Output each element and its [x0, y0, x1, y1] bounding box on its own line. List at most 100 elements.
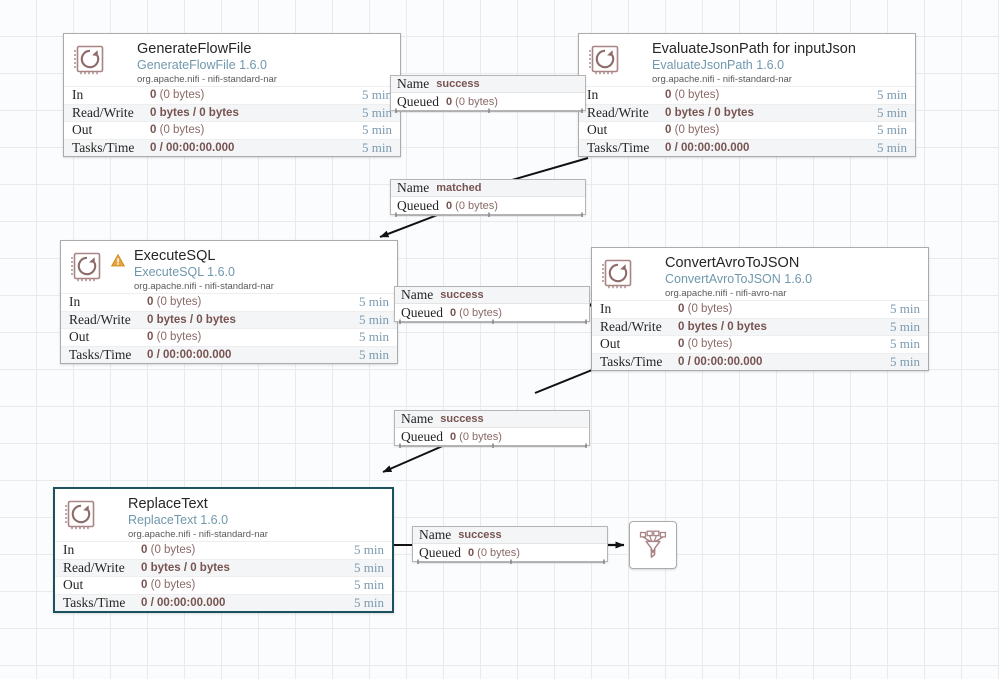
- processor-header: ReplaceText ReplaceText 1.6.0 org.apache…: [55, 489, 392, 541]
- processor-replacetext[interactable]: ReplaceText ReplaceText 1.6.0 org.apache…: [53, 487, 394, 613]
- connection-queued-value: 0 (0 bytes): [467, 546, 520, 559]
- stat-time-in: 5 min: [362, 87, 392, 103]
- warning-triangle-icon[interactable]: [110, 253, 126, 267]
- connection-generateflowfile-evaluatejsonpath[interactable]: Name success Queued 0 (0 bytes): [390, 75, 586, 113]
- stat-value-read-write: 0 bytes / 0 bytes: [141, 561, 230, 574]
- connection-relationship: matched: [436, 182, 482, 194]
- stat-time-read-write: 5 min: [362, 104, 392, 120]
- stat-value-read-write: 0 bytes / 0 bytes: [665, 106, 754, 119]
- stat-row-in: In 0 (0 bytes) 5 min: [579, 86, 915, 104]
- processor-bundle: org.apache.nifi - nifi-avro-nar: [665, 288, 787, 299]
- connection-relationship: success: [436, 78, 480, 90]
- stat-label-in: In: [587, 87, 599, 103]
- processor-header: EvaluateJsonPath for inputJson EvaluateJ…: [579, 34, 915, 86]
- stat-label-read-write: Read/Write: [69, 311, 131, 327]
- stat-time-read-write: 5 min: [877, 104, 907, 120]
- stat-row-read-write: Read/Write 0 bytes / 0 bytes 5 min: [64, 103, 400, 121]
- stop-square-icon[interactable]: [105, 502, 118, 515]
- connection-queued-label: Queued: [397, 93, 439, 109]
- stat-value-out: 0 (0 bytes): [665, 124, 720, 137]
- connection-queue-meter: [399, 443, 587, 448]
- stat-label-tasks-time: Tasks/Time: [63, 594, 126, 610]
- connection-name-label: Name: [401, 411, 434, 426]
- stat-label-read-write: Read/Write: [63, 559, 125, 575]
- stat-row-out: Out 0 (0 bytes) 5 min: [592, 335, 928, 353]
- connection-replacetext-funnel[interactable]: Name success Queued 0 (0 bytes): [412, 526, 608, 564]
- connection-name-row: Name success: [413, 527, 607, 544]
- funnel[interactable]: [629, 521, 677, 569]
- processor-type: GenerateFlowFile 1.6.0: [137, 58, 267, 72]
- connection-name-row: Name success: [395, 411, 589, 428]
- connection-relationship: success: [458, 529, 502, 541]
- stat-time-out: 5 min: [359, 329, 389, 345]
- connection-name-label: Name: [401, 287, 434, 302]
- processor-executesql[interactable]: ExecuteSQL ExecuteSQL 1.6.0 org.apache.n…: [60, 240, 398, 364]
- stat-row-tasks-time: Tasks/Time 0 / 00:00:00.000 5 min: [61, 345, 397, 363]
- connection-queued-label: Queued: [401, 304, 443, 320]
- stat-time-out: 5 min: [362, 122, 392, 138]
- stat-time-tasks-time: 5 min: [359, 346, 389, 362]
- connection-name-row: Name success: [391, 76, 585, 93]
- stat-row-read-write: Read/Write 0 bytes / 0 bytes 5 min: [55, 558, 392, 576]
- connection-queue-meter: [395, 108, 583, 113]
- connection-queued-label: Queued: [397, 197, 439, 213]
- processor-name: EvaluateJsonPath for inputJson: [652, 41, 856, 57]
- stat-time-out: 5 min: [354, 577, 384, 593]
- processor-name: GenerateFlowFile: [137, 41, 252, 57]
- processor-generateflowfile[interactable]: GenerateFlowFile GenerateFlowFile 1.6.0 …: [63, 33, 401, 157]
- connection-queued-value: 0 (0 bytes): [449, 430, 502, 443]
- stat-label-out: Out: [600, 336, 621, 352]
- processor-icon: [73, 44, 106, 76]
- stop-square-icon[interactable]: [114, 47, 127, 60]
- processor-type: EvaluateJsonPath 1.6.0: [652, 58, 785, 72]
- processor-header: GenerateFlowFile GenerateFlowFile 1.6.0 …: [64, 34, 400, 86]
- stat-value-tasks-time: 0 / 00:00:00.000: [150, 141, 235, 154]
- stat-label-read-write: Read/Write: [600, 318, 662, 334]
- processor-icon: [70, 251, 103, 283]
- processor-name: ReplaceText: [128, 496, 208, 512]
- stat-time-in: 5 min: [877, 87, 907, 103]
- processor-bundle: org.apache.nifi - nifi-standard-nar: [134, 281, 274, 292]
- stat-time-out: 5 min: [890, 336, 920, 352]
- stop-square-icon[interactable]: [642, 261, 655, 274]
- connection-queue-meter: [395, 212, 583, 217]
- processor-evaluatejsonpath[interactable]: EvaluateJsonPath for inputJson EvaluateJ…: [578, 33, 916, 157]
- stat-time-in: 5 min: [354, 542, 384, 558]
- stat-time-read-write: 5 min: [359, 311, 389, 327]
- connection-name-label: Name: [419, 527, 452, 542]
- processor-icon: [588, 44, 621, 76]
- connection-convertavrotojson-replacetext[interactable]: Name success Queued 0 (0 bytes): [394, 410, 590, 448]
- funnel-icon: [639, 530, 667, 558]
- connection-evaluatejsonpath-executesql[interactable]: Name matched Queued 0 (0 bytes): [390, 179, 586, 217]
- processor-bundle: org.apache.nifi - nifi-standard-nar: [128, 529, 268, 540]
- connection-queued-row: Queued 0 (0 bytes): [395, 428, 589, 445]
- stat-value-in: 0 (0 bytes): [150, 89, 205, 102]
- stat-label-out: Out: [69, 329, 90, 345]
- processor-convertavrotojson[interactable]: ConvertAvroToJSON ConvertAvroToJSON 1.6.…: [591, 247, 929, 371]
- processor-header: ExecuteSQL ExecuteSQL 1.6.0 org.apache.n…: [61, 241, 397, 293]
- stat-time-tasks-time: 5 min: [362, 139, 392, 155]
- connection-executesql-convertavrotojson[interactable]: Name success Queued 0 (0 bytes): [394, 286, 590, 324]
- stat-row-in: In 0 (0 bytes) 5 min: [592, 300, 928, 318]
- stat-row-tasks-time: Tasks/Time 0 / 00:00:00.000 5 min: [592, 352, 928, 370]
- stat-label-read-write: Read/Write: [72, 104, 134, 120]
- processor-icon: [64, 499, 97, 531]
- connection-queued-row: Queued 0 (0 bytes): [395, 304, 589, 321]
- stop-square-icon[interactable]: [629, 47, 642, 60]
- stat-label-in: In: [63, 542, 75, 558]
- stat-label-out: Out: [587, 122, 608, 138]
- processor-bundle: org.apache.nifi - nifi-standard-nar: [137, 74, 277, 85]
- stat-value-out: 0 (0 bytes): [150, 124, 205, 137]
- processor-type: ExecuteSQL 1.6.0: [134, 265, 235, 279]
- stat-time-in: 5 min: [890, 301, 920, 317]
- stat-label-tasks-time: Tasks/Time: [587, 139, 650, 155]
- processor-bundle: org.apache.nifi - nifi-standard-nar: [652, 74, 792, 85]
- connection-name-row: Name success: [395, 287, 589, 304]
- edge-convertavrotojson-replacetext-lower: [382, 444, 446, 473]
- connection-name-label: Name: [397, 180, 430, 195]
- processor-icon: [601, 258, 634, 290]
- connection-queued-label: Queued: [419, 544, 461, 560]
- stat-label-tasks-time: Tasks/Time: [69, 346, 132, 362]
- connection-queued-row: Queued 0 (0 bytes): [391, 197, 585, 214]
